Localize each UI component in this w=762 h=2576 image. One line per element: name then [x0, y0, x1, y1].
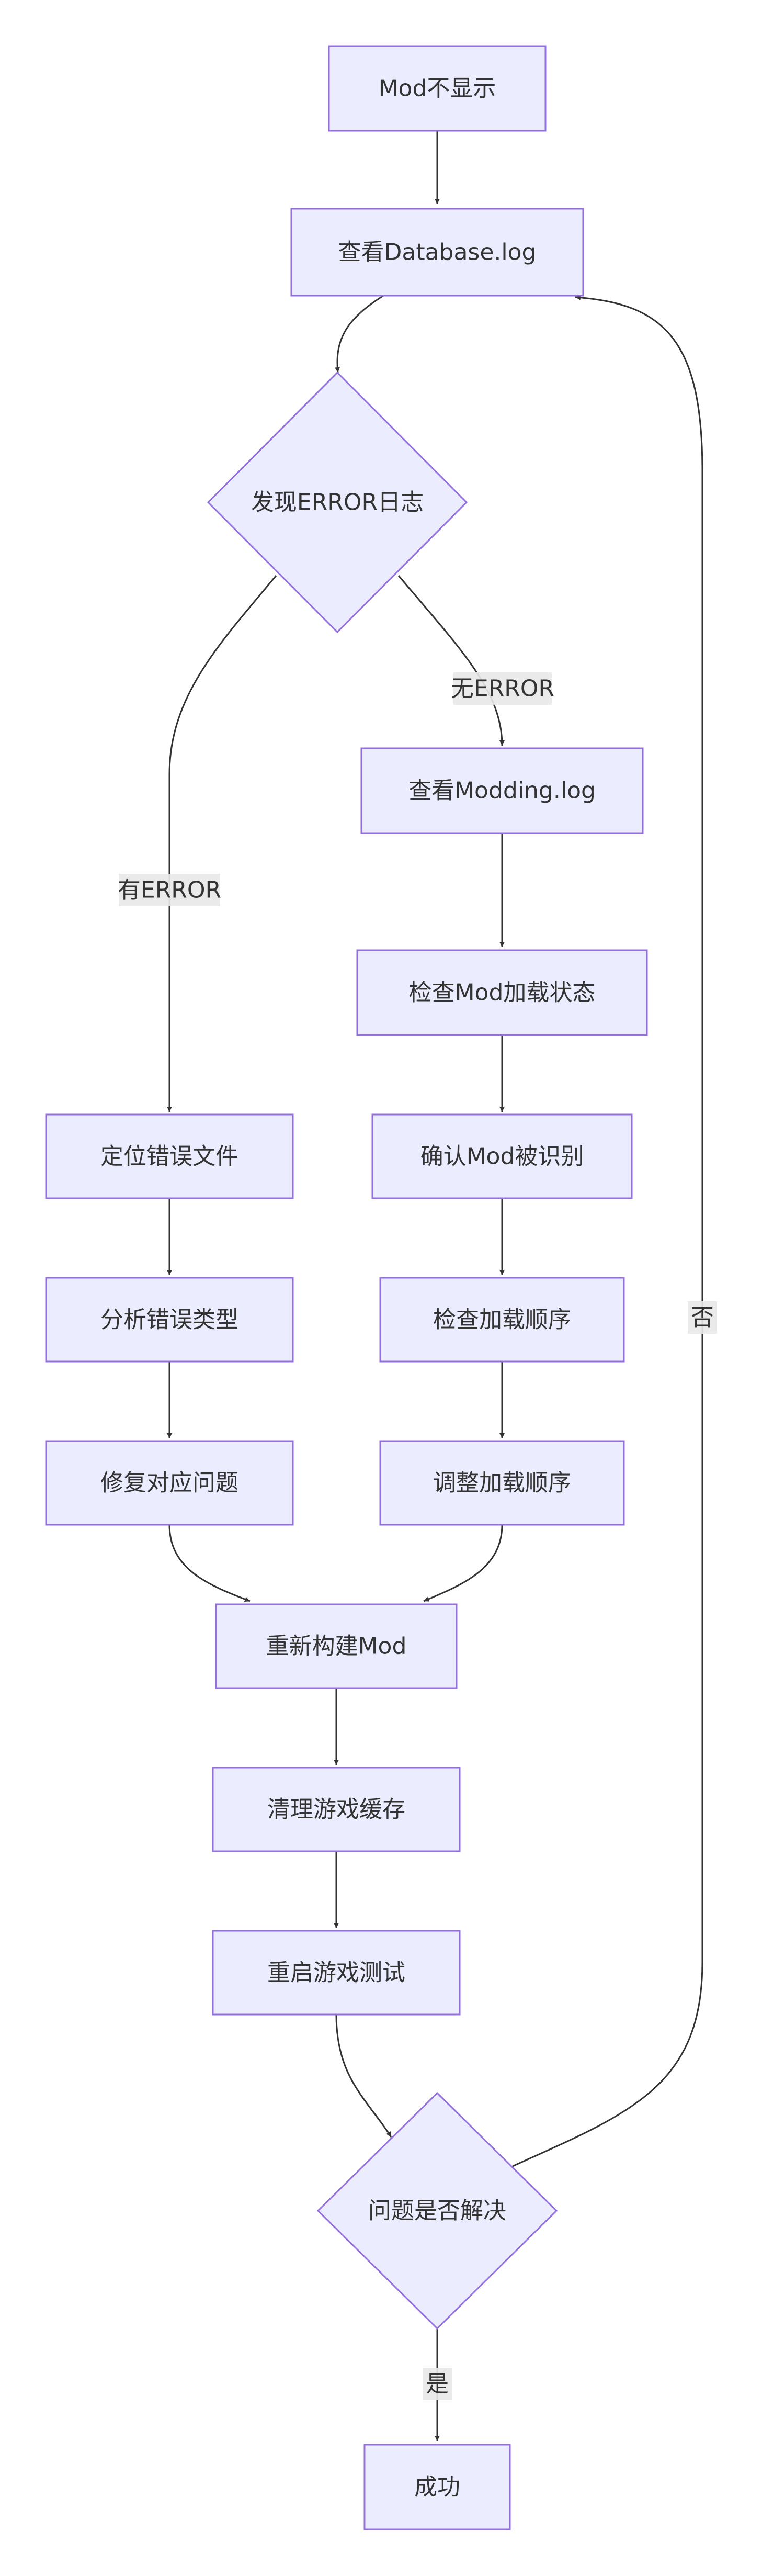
edge-label-no-text: 否 [691, 1304, 714, 1331]
edge-solved-to-check-db-log [512, 295, 703, 2167]
edge-restart-test-to-solved [335, 2014, 392, 2138]
edge-label-no: 否 [688, 1301, 717, 1334]
node-clear-cache: 清理游戏缓存 [212, 1767, 461, 1852]
node-locate-file-label: 定位错误文件 [100, 1143, 238, 1170]
node-confirm-recognized-label: 确认Mod被识别 [420, 1143, 584, 1170]
node-solved-label: 问题是否解决 [368, 2198, 506, 2224]
edge-label-has-error-text: 有ERROR [118, 877, 221, 904]
node-check-modding-log-label: 查看Modding.log [408, 778, 596, 804]
node-success-label: 成功 [414, 2474, 460, 2501]
node-analyze-type: 分析错误类型 [45, 1277, 294, 1363]
node-check-modding-log: 查看Modding.log [360, 747, 644, 834]
node-restart-test: 重启游戏测试 [212, 1930, 461, 2016]
node-error-found: 发现ERROR日志 [207, 371, 468, 634]
node-start-label: Mod不显示 [379, 75, 496, 102]
edge-fix-issue-to-rebuild [168, 1524, 251, 1602]
node-start: Mod不显示 [328, 45, 547, 132]
node-solved: 问题是否解决 [316, 2091, 558, 2330]
node-analyze-type-label: 分析错误类型 [100, 1307, 238, 1333]
node-check-mod-load: 检查Mod加载状态 [356, 949, 648, 1036]
node-check-order: 检查加载顺序 [379, 1277, 625, 1363]
node-fix-issue-label: 修复对应问题 [100, 1470, 238, 1497]
node-success: 成功 [363, 2444, 511, 2530]
node-check-db-log-label: 查看Database.log [338, 239, 536, 266]
node-check-order-label: 检查加载顺序 [433, 1307, 571, 1333]
node-rebuild: 重新构建Mod [215, 1603, 458, 1689]
node-rebuild-label: 重新构建Mod [266, 1633, 407, 1660]
edge-check-db-log-to-error-found [335, 293, 386, 373]
edges [167, 131, 703, 2441]
edge-label-yes-text: 是 [426, 2371, 449, 2398]
node-adjust-order: 调整加载顺序 [379, 1440, 625, 1526]
nodes: Mod不显示 查看Database.log 发现ERROR日志 查看Moddin… [45, 45, 648, 2530]
edge-error-found-to-check-modding-log [397, 575, 505, 746]
node-check-db-log: 查看Database.log [290, 208, 584, 297]
node-confirm-recognized: 确认Mod被识别 [371, 1113, 633, 1199]
edge-adjust-order-to-rebuild [423, 1524, 503, 1602]
node-adjust-order-label: 调整加载顺序 [433, 1470, 571, 1497]
edge-label-has-error: 有ERROR [118, 874, 221, 906]
node-locate-file: 定位错误文件 [45, 1113, 294, 1199]
edge-label-yes: 是 [423, 2368, 452, 2400]
node-clear-cache-label: 清理游戏缓存 [267, 1796, 405, 1823]
node-fix-issue: 修复对应问题 [45, 1440, 294, 1526]
node-check-mod-load-label: 检查Mod加载状态 [409, 980, 596, 1006]
edge-labels: 无ERROR 有ERROR 否 是 [118, 672, 717, 2400]
edge-label-no-error: 无ERROR [451, 672, 554, 705]
edge-label-no-error-text: 无ERROR [451, 676, 554, 702]
edge-error-found-to-locate-file [167, 575, 277, 1112]
node-restart-test-label: 重启游戏测试 [267, 1960, 405, 1986]
node-error-found-label: 发现ERROR日志 [251, 489, 424, 516]
